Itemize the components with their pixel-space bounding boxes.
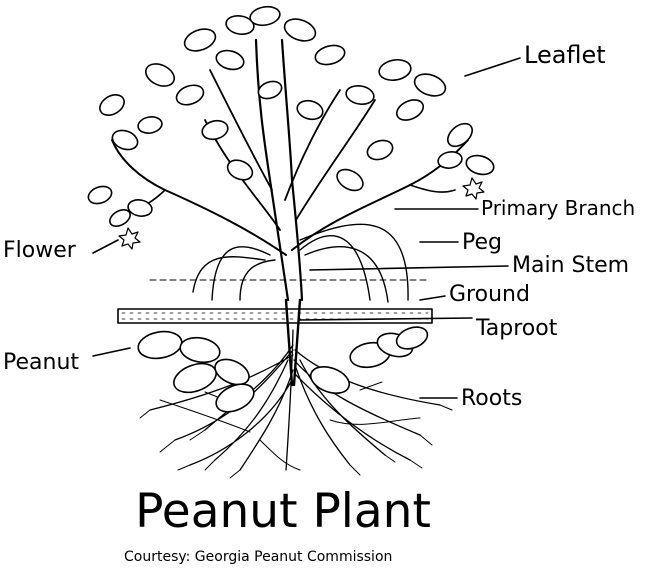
- roots: [139, 329, 453, 479]
- label-flower: Flower: [3, 238, 76, 263]
- label-roots: Roots: [461, 386, 523, 411]
- label-ground: Ground: [449, 282, 530, 307]
- peanut-pods: [137, 326, 429, 413]
- flowers: [118, 177, 485, 250]
- label-primary-branch: Primary Branch: [481, 196, 636, 220]
- leader-lines: [92, 57, 521, 399]
- label-peanut: Peanut: [3, 350, 80, 375]
- label-main-stem: Main Stem: [512, 253, 630, 278]
- diagram-title: Peanut Plant: [135, 484, 431, 539]
- label-leaflet: Leaflet: [524, 41, 606, 69]
- credit-line: Courtesy: Georgia Peanut Commission: [124, 549, 393, 565]
- leaflets: [87, 5, 495, 227]
- pegs: [192, 223, 409, 303]
- label-peg: Peg: [462, 230, 502, 255]
- label-taproot: Taproot: [476, 316, 558, 341]
